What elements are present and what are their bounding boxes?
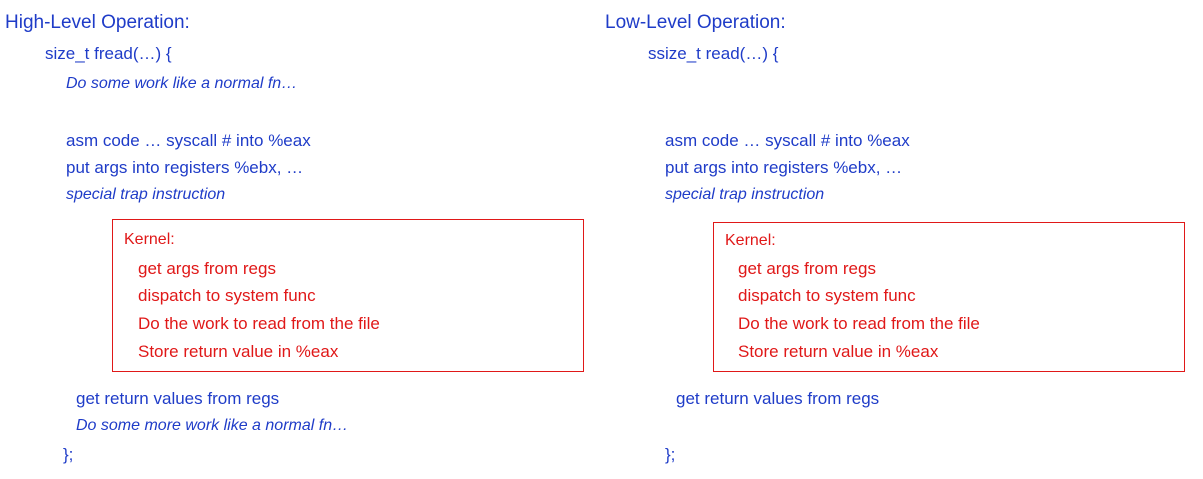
kernel-step: dispatch to system func [138, 286, 316, 305]
asm-line: asm code … syscall # into %eax [66, 131, 311, 150]
kernel-step: get args from regs [138, 259, 276, 278]
kernel-step: Store return value in %eax [138, 342, 339, 361]
kernel-step: get args from regs [738, 259, 876, 278]
closing-brace: }; [665, 445, 676, 464]
closing-brace: }; [63, 445, 74, 464]
trap-note: special trap instruction [665, 186, 825, 203]
return-line: get return values from regs [676, 389, 880, 408]
kernel-step: Do the work to read from the file [738, 314, 980, 333]
kernel-step: Store return value in %eax [738, 342, 939, 361]
kernel-box: Kernel: get args from regs dispatch to s… [713, 222, 1185, 372]
asm-line: asm code … syscall # into %eax [665, 131, 910, 150]
post-work-note: Do some more work like a normal fn… [76, 417, 349, 434]
fread-signature: size_t fread(…) { [45, 44, 172, 63]
kernel-label: Kernel: [124, 231, 175, 248]
kernel-step: Do the work to read from the file [138, 314, 380, 333]
kernel-label: Kernel: [725, 232, 776, 249]
asm-line: put args into registers %ebx, … [665, 158, 903, 177]
low-level-heading: Low-Level Operation: [605, 12, 786, 33]
high-level-heading: High-Level Operation: [5, 12, 190, 33]
kernel-box: Kernel: get args from regs dispatch to s… [112, 219, 584, 372]
pre-work-note: Do some work like a normal fn… [66, 75, 298, 92]
kernel-step: dispatch to system func [738, 286, 916, 305]
read-signature: ssize_t read(…) { [648, 44, 779, 63]
trap-note: special trap instruction [66, 186, 226, 203]
low-level-panel: Low-Level Operation: ssize_t read(…) { a… [601, 0, 1201, 479]
high-level-panel: High-Level Operation: size_t fread(…) { … [0, 0, 600, 479]
return-line: get return values from regs [76, 389, 280, 408]
asm-line: put args into registers %ebx, … [66, 158, 304, 177]
